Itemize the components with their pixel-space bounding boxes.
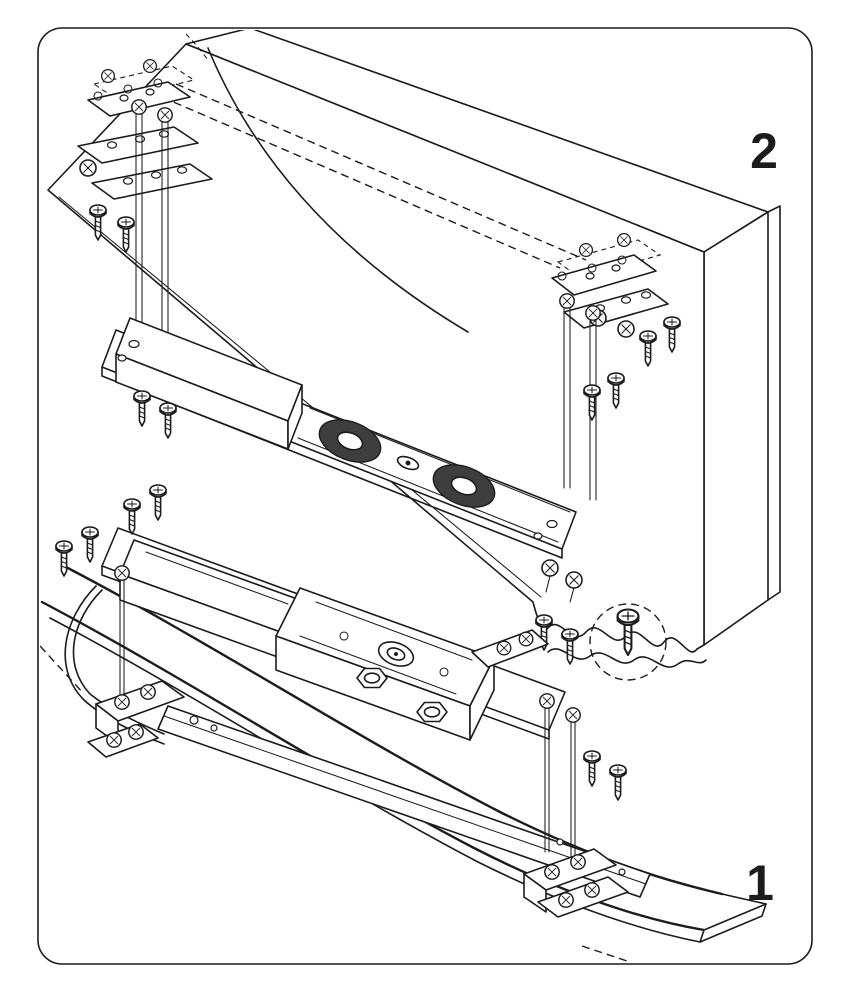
sensor-slot (396, 455, 420, 471)
magnet-coil-right (432, 464, 496, 508)
corner-bracket-right (551, 232, 681, 367)
electromagnetic-lock-plate (101, 317, 577, 559)
step-2-assembly: 2 (47, 30, 781, 681)
callout-circle (589, 603, 667, 681)
phillips-screw (583, 750, 601, 787)
phillips-screw-head (79, 159, 97, 177)
phillips-screw (133, 390, 151, 427)
alignment-dashed-line (149, 91, 561, 269)
l-bracket-door-left (87, 565, 185, 758)
torn-edge (547, 648, 707, 668)
figure-border (37, 27, 813, 965)
phillips-screw-head (617, 320, 635, 338)
step-1-label: 1 (746, 855, 774, 911)
armature-housing-strip (157, 705, 651, 898)
long-machine-screws-left (131, 99, 173, 351)
l-bracket-bottom-right (523, 848, 629, 918)
step-1-assembly: 1 (40, 484, 774, 962)
long-machine-screws-right (559, 293, 625, 501)
hex-nut (356, 667, 388, 689)
cable-top (207, 47, 469, 333)
lock-body (275, 587, 549, 741)
phillips-screw-head (541, 559, 559, 577)
hex-nut (416, 701, 448, 723)
screw-detail-callout (541, 559, 667, 681)
phillips-screw-head (565, 571, 583, 589)
phillips-screw (159, 402, 177, 439)
magnet-coil-left (318, 419, 382, 463)
alignment-dashed-line (175, 83, 587, 261)
phillips-screw (609, 764, 627, 801)
long-machine-screws-bottom (539, 693, 627, 865)
lock-cylinder (377, 641, 415, 667)
step-2-label: 2 (750, 123, 778, 179)
